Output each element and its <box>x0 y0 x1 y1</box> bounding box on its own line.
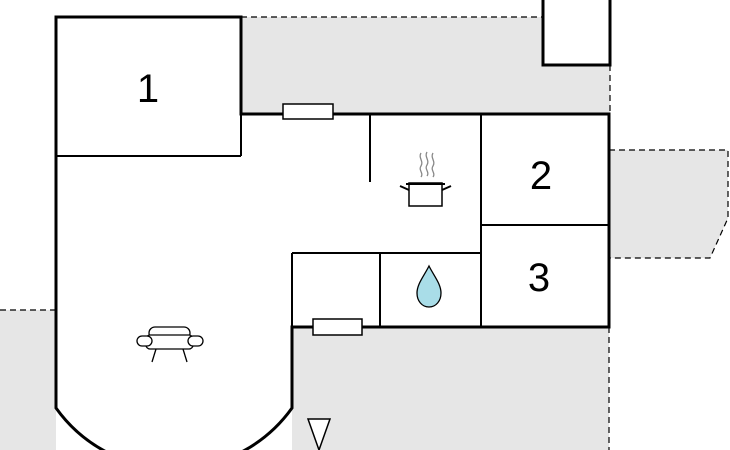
terrace-right-outline <box>609 149 729 259</box>
cooking-pot-icon <box>399 151 452 207</box>
terrace-left <box>0 310 56 450</box>
sofa-icon <box>136 326 204 363</box>
room-1-label: 1 <box>137 67 159 111</box>
storage-shed <box>541 0 612 67</box>
terrace-top-outline <box>241 16 611 114</box>
terrace-right <box>609 150 728 258</box>
room-2-label: 2 <box>530 154 552 198</box>
window-top <box>282 103 334 120</box>
terrace-bottom <box>292 327 609 450</box>
terraces <box>0 16 729 450</box>
entrance-arrow-icon <box>306 418 332 450</box>
window-bottom <box>312 318 363 336</box>
terrace-top <box>241 17 610 114</box>
room-3-label: 3 <box>528 256 550 300</box>
water-drop-icon <box>416 264 442 308</box>
interior-walls <box>56 114 609 327</box>
